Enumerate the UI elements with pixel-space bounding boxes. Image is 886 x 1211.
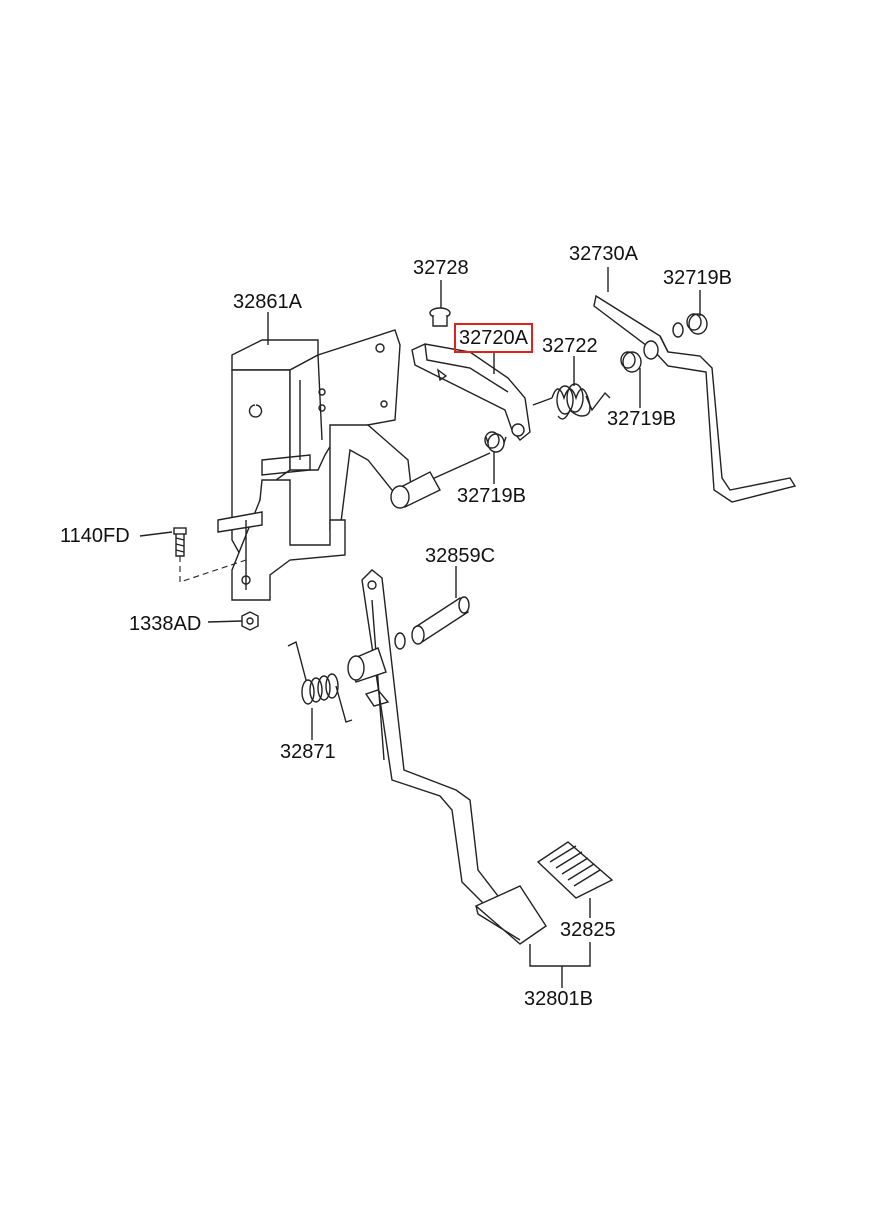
label-1338AD[interactable]: 1338AD xyxy=(129,613,202,635)
label-32719B-top[interactable]: 32719B xyxy=(663,267,732,289)
leader-lines xyxy=(139,267,701,988)
shaft-32859C xyxy=(411,596,470,645)
bolt-1140FD xyxy=(173,527,247,583)
plug-32728 xyxy=(429,307,451,327)
label-32719B-low[interactable]: 32719B xyxy=(457,485,526,507)
label-1140FD[interactable]: 1140FD xyxy=(60,525,130,547)
bushing-32719B-mid xyxy=(620,351,642,373)
label-32861A[interactable]: 32861A xyxy=(233,291,302,313)
label-32859C[interactable]: 32859C xyxy=(425,545,496,567)
pedal-pad-32825 xyxy=(536,841,614,899)
label-32722[interactable]: 32722 xyxy=(542,335,598,357)
label-32719B-mid[interactable]: 32719B xyxy=(607,408,676,430)
pivot-pin xyxy=(390,452,491,509)
label-32728[interactable]: 32728 xyxy=(413,257,469,279)
bushing-32719B-top xyxy=(672,313,708,338)
bushing-32719B-low xyxy=(484,431,507,453)
pedal-arm-32801B xyxy=(361,569,500,905)
nut-1338AD xyxy=(241,611,259,631)
pedal-foot-plate xyxy=(474,885,547,945)
label-32801B[interactable]: 32801B xyxy=(524,988,593,1010)
bracket-32861A xyxy=(217,329,413,601)
spring-32871 xyxy=(287,640,353,723)
label-32720A[interactable]: 32720A xyxy=(454,323,533,353)
lever-32720A xyxy=(411,343,531,441)
label-32871[interactable]: 32871 xyxy=(280,741,336,763)
rod-32730A xyxy=(593,294,797,503)
label-32730A[interactable]: 32730A xyxy=(569,243,638,265)
spring-32722 xyxy=(532,383,611,420)
pedal-collar xyxy=(347,632,406,707)
label-32825[interactable]: 32825 xyxy=(560,919,616,941)
